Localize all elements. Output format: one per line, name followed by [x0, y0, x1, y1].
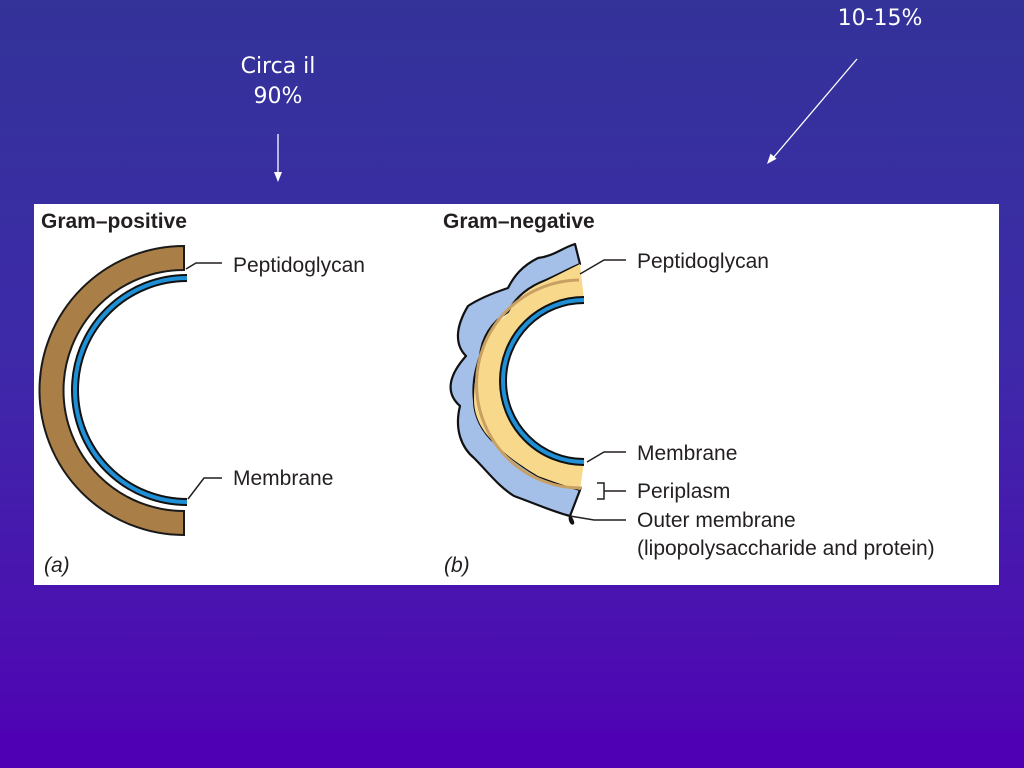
leader-peptidoglycan — [185, 262, 222, 270]
label-peptidoglycan-a: Peptidoglycan — [233, 254, 365, 277]
leader-peptidoglycan-b — [579, 259, 626, 275]
annotation-circa-90: Circa il 90% — [218, 52, 338, 112]
periplasm-layer — [474, 264, 584, 490]
gram-positive-title: Gram–positive — [41, 210, 187, 233]
label-membrane-a: Membrane — [233, 467, 333, 490]
panel-letter-b: (b) — [444, 554, 470, 577]
periplasm-bracket — [597, 482, 626, 500]
arrow-to-gram-negative — [767, 58, 858, 164]
annotation-circa-line1: Circa il — [240, 54, 316, 79]
peptidoglycan-layer — [38, 244, 185, 537]
gram-negative-title: Gram–negative — [443, 210, 595, 233]
label-outer-membrane-sub: (lipopolysaccharide and protein) — [637, 537, 935, 560]
panel-letter-a: (a) — [44, 554, 70, 577]
arrow-to-gram-positive — [274, 134, 282, 182]
thin-peptidoglycan — [475, 278, 583, 490]
slide-bottom-band — [0, 732, 1024, 768]
leader-membrane — [187, 477, 222, 500]
label-peptidoglycan-b: Peptidoglycan — [637, 250, 769, 273]
label-outer-membrane: Outer membrane — [637, 509, 796, 532]
annotation-circa-line2: 90% — [253, 84, 303, 109]
leader-outer-membrane — [569, 515, 626, 521]
leader-membrane-b — [586, 451, 626, 463]
gram-positive-panel: Gram–positive Peptidoglycan Membrane (a) — [38, 210, 365, 577]
label-membrane-b: Membrane — [637, 442, 737, 465]
cell-wall-figure: Gram–positive Peptidoglycan Membrane (a)… — [34, 204, 999, 585]
label-periplasm: Periplasm — [637, 480, 730, 503]
outer-membrane — [449, 242, 582, 525]
gram-negative-panel: Gram–negative Peptidoglycan Membrane Per… — [443, 210, 935, 577]
annotation-10-15: 10-15% — [837, 6, 923, 31]
